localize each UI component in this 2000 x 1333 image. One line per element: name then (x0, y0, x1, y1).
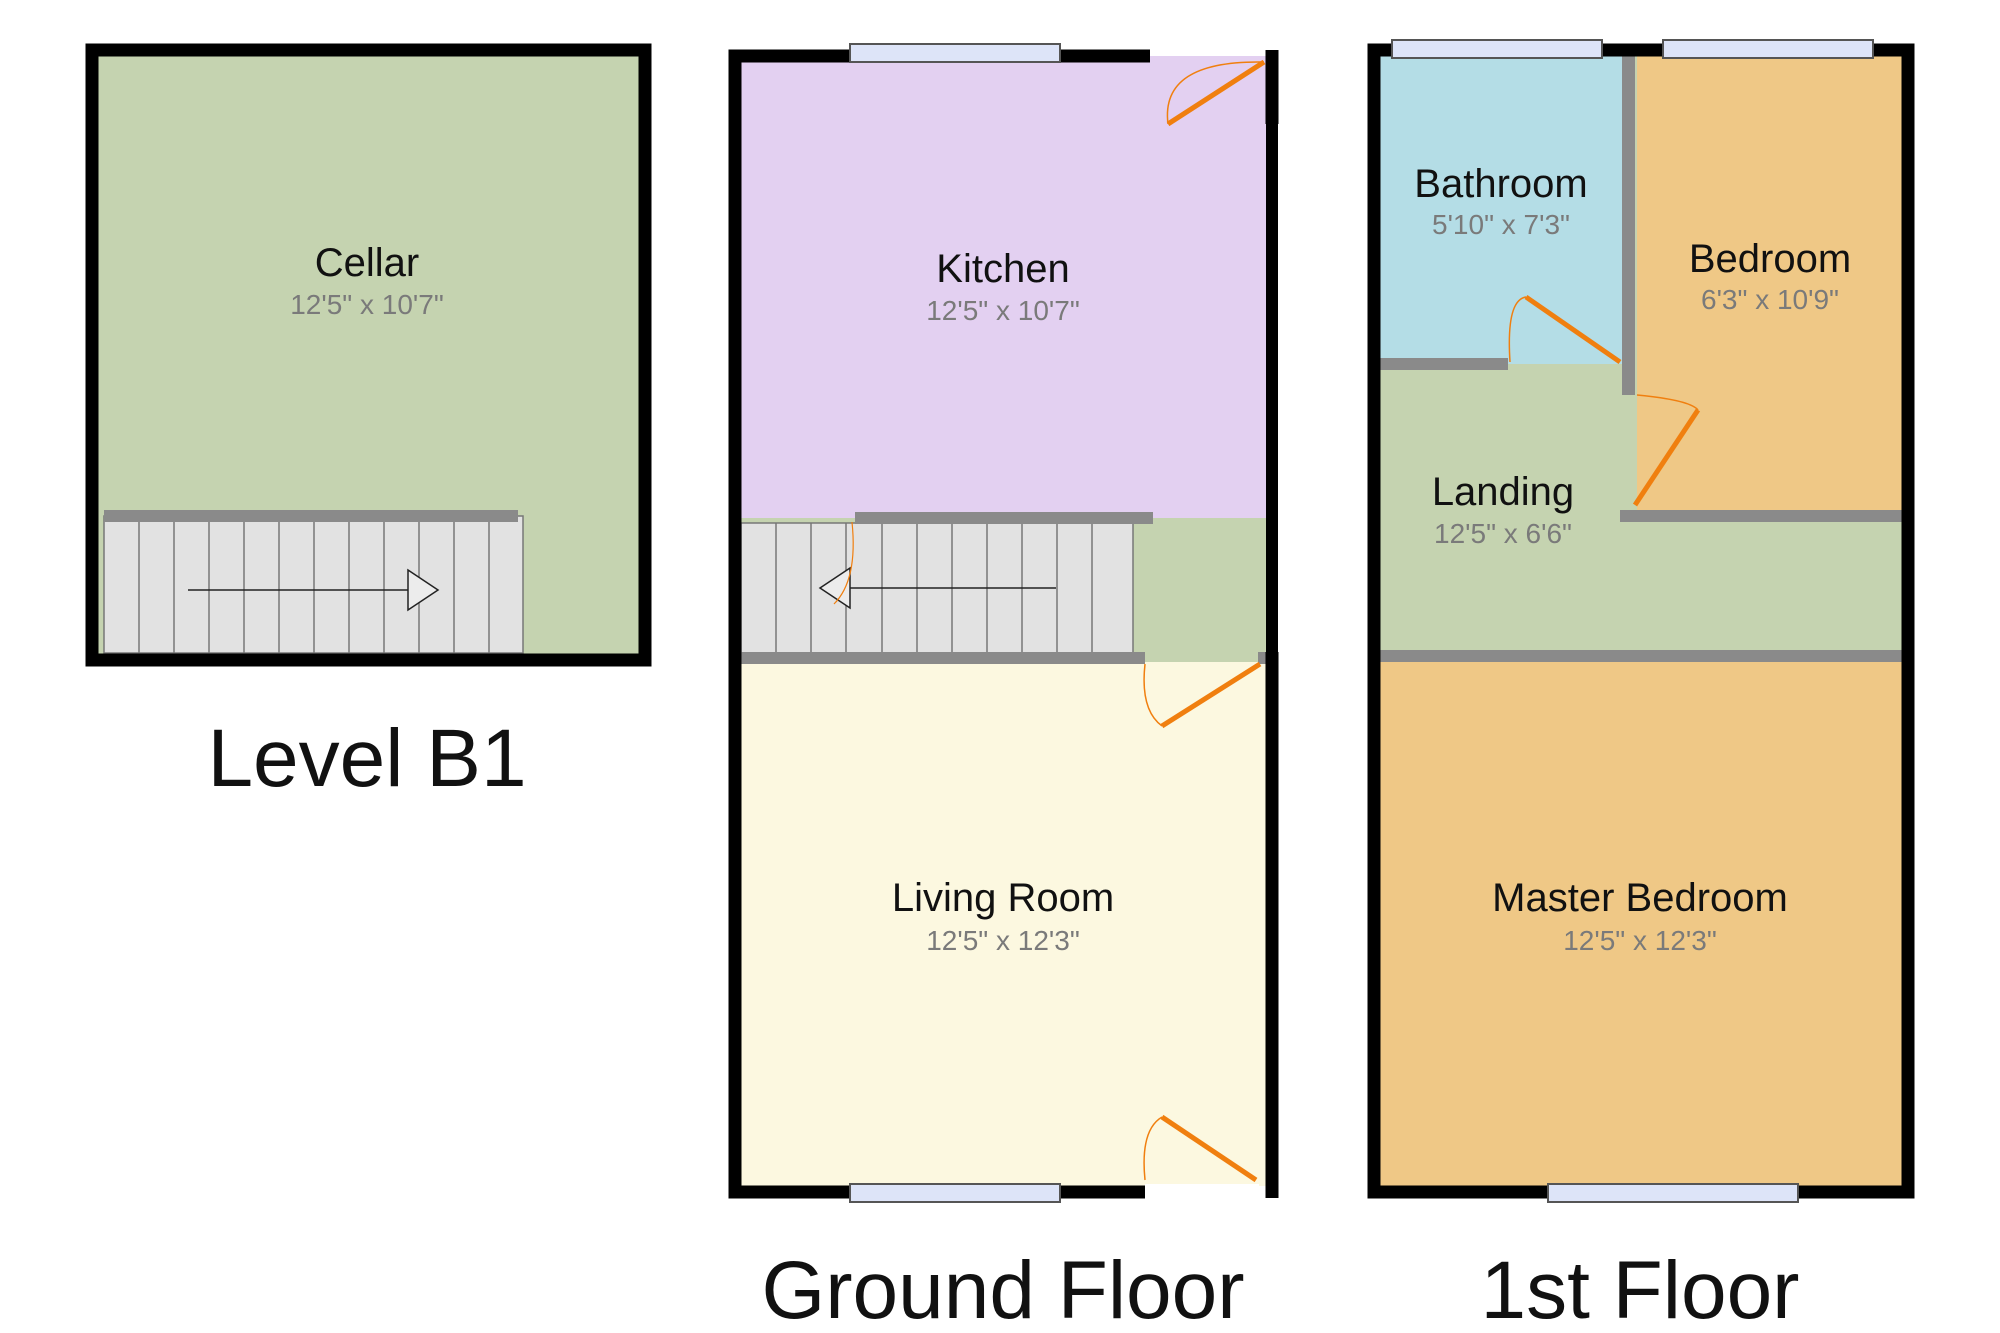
door-swing-arc (1143, 663, 1163, 727)
door-leaf (1632, 408, 1701, 507)
bedroom-wall-bottom (1620, 510, 1902, 522)
door-swing-arc (1508, 296, 1527, 363)
master-bedroom-dims: 12'5" x 12'3" (1563, 925, 1717, 956)
arrow-head-icon (818, 566, 851, 610)
door-leaf (1160, 1114, 1258, 1183)
living-room (741, 662, 1266, 1186)
living-room-dims: 12'5" x 12'3" (926, 925, 1080, 956)
door-swing-arc (1636, 394, 1699, 411)
bathroom-door (1508, 294, 1622, 365)
first-floor-plan: Bathroom 5'10" x 7'3" Bedroom 6'3" x 10'… (1367, 39, 1915, 1333)
stairs-treads (740, 522, 1134, 657)
living-window (849, 1183, 1061, 1203)
landing-wall-bottom (1380, 650, 1902, 662)
first-floor-label: 1st Floor (1481, 1245, 1800, 1333)
partition-stub (1258, 652, 1266, 664)
cellar-walls (85, 43, 652, 667)
bathroom-window (1391, 39, 1603, 59)
level-b1-label: Level B1 (207, 713, 526, 804)
door-leaf (1166, 59, 1266, 127)
landing-dims: 12'5" x 6'6" (1434, 518, 1572, 549)
bathroom-wall-bottom (1380, 358, 1508, 370)
door-swing-arc (1143, 1116, 1163, 1181)
front-door (1143, 1114, 1259, 1194)
kitchen-room (741, 56, 1266, 518)
stairs-partition-lower (741, 652, 1145, 664)
master-bedroom-name: Master Bedroom (1492, 876, 1788, 920)
door-threshold (1145, 1184, 1259, 1194)
arrow-head-icon (407, 568, 440, 612)
ground-floor-plan: Kitchen 12'5" x 10'7" Living Room 12'5" … (728, 43, 1279, 1333)
living-room-name: Living Room (892, 876, 1114, 920)
landing-name: Landing (1432, 470, 1574, 514)
ground-stairs (740, 521, 1134, 657)
master-bedroom-room (1380, 660, 1902, 1186)
cellar-stairs (103, 510, 524, 654)
kitchen-back-door (1166, 59, 1266, 127)
bathroom-name: Bathroom (1414, 162, 1587, 206)
kitchen-partition (855, 512, 1153, 524)
ground-floor-label: Ground Floor (761, 1245, 1244, 1333)
master-bedroom-window (1547, 1183, 1799, 1203)
kitchen-dims: 12'5" x 10'7" (926, 295, 1080, 326)
level-b1-plan: Cellar 12'5" x 10'7" Level B1 (85, 43, 652, 804)
cellar-name: Cellar (315, 241, 419, 285)
bathroom-wall-vertical (1622, 52, 1635, 395)
door-leaf (1160, 661, 1262, 729)
bedroom-window (1662, 39, 1874, 59)
cellar-dims: 12'5" x 10'7" (290, 289, 444, 320)
bathroom-dims: 5'10" x 7'3" (1432, 209, 1570, 240)
kitchen-name: Kitchen (936, 247, 1069, 291)
living-room-door (1143, 661, 1262, 729)
door-leaf (1524, 294, 1622, 365)
kitchen-window (849, 43, 1061, 63)
bedroom-dims: 6'3" x 10'9" (1701, 284, 1839, 315)
ground-wall-right-mid (1266, 124, 1278, 652)
bedroom-name: Bedroom (1689, 237, 1851, 281)
door-swing-arc (833, 521, 854, 605)
stairs-partition (104, 510, 518, 522)
bedroom-door (1632, 394, 1701, 507)
door-swing-arc (1166, 61, 1265, 125)
